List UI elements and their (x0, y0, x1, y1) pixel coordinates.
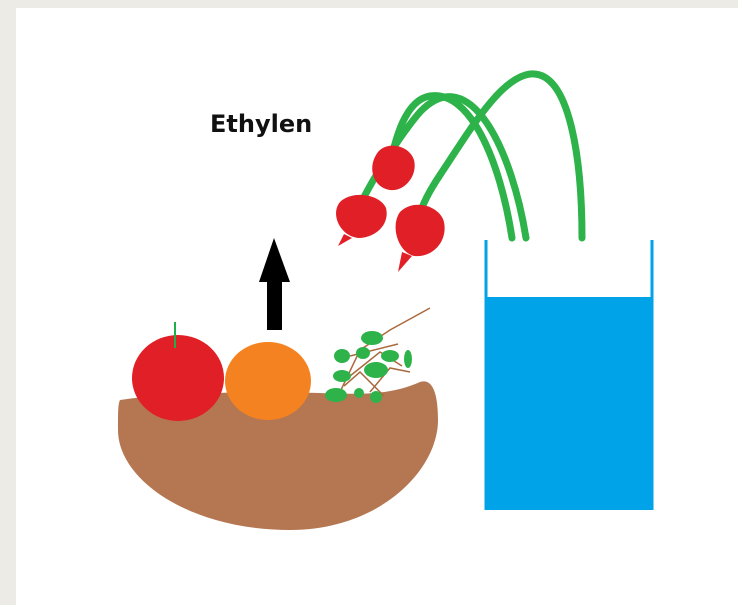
ethylene-label: Ethylen (210, 110, 312, 138)
arrow-up-icon (259, 238, 290, 330)
vase (486, 240, 653, 510)
flower-3 (396, 205, 445, 256)
flower-1 (372, 146, 414, 191)
wilted-flowers (336, 146, 445, 272)
flower-2-tip (338, 234, 352, 246)
vase-water (486, 297, 653, 510)
flower-3-tip (398, 252, 412, 272)
apple (132, 322, 224, 421)
flower-2 (336, 195, 387, 238)
orange (225, 342, 311, 420)
